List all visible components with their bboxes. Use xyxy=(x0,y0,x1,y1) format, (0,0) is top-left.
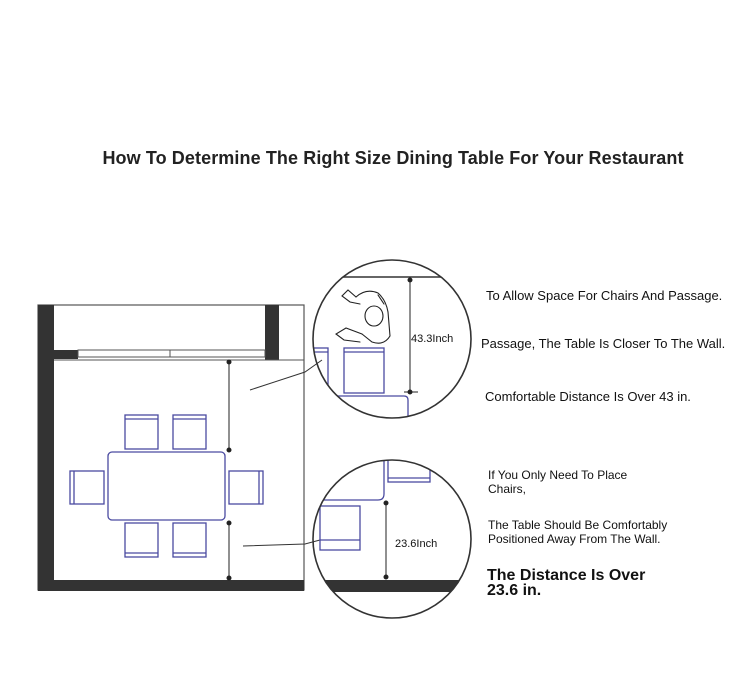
room-floor-plan xyxy=(37,304,323,591)
chair xyxy=(228,470,264,505)
dining-table xyxy=(107,451,226,521)
bottom-wall xyxy=(38,580,304,591)
dimension-label-lower: 23.6Inch xyxy=(395,538,437,550)
dimension-label-upper: 43.3Inch xyxy=(411,333,453,345)
callout-line-lower xyxy=(242,539,321,547)
door-header xyxy=(77,349,266,358)
callout-line-upper xyxy=(249,359,323,391)
right-wall-stub xyxy=(265,305,279,360)
chair xyxy=(124,414,159,450)
note-lower-4: Positioned Away From The Wall. xyxy=(488,532,661,546)
chair xyxy=(172,414,207,450)
chair xyxy=(124,522,159,558)
note-upper-1: To Allow Space For Chairs And Passage. xyxy=(486,288,723,303)
chair xyxy=(172,522,207,558)
room-outline xyxy=(37,304,305,591)
note-lower-1: If You Only Need To Place xyxy=(488,468,628,482)
note-lower-5: The Distance Is Over xyxy=(487,567,646,584)
page-title: How To Determine The Right Size Dining T… xyxy=(102,148,684,168)
plan-dimension-upper xyxy=(226,359,232,453)
plan-dimension-lower xyxy=(226,520,232,581)
door-left-jamb xyxy=(54,350,78,359)
chair xyxy=(69,470,105,505)
zoom-circle-lower: 23.6Inch xyxy=(312,459,472,619)
note-upper-3: Comfortable Distance Is Over 43 in. xyxy=(485,389,691,404)
note-lower-2: Chairs, xyxy=(488,482,527,496)
zoom-circle-upper: 43.3Inch xyxy=(312,259,472,419)
note-lower-6: 23.6 in. xyxy=(487,582,542,599)
left-wall xyxy=(38,305,54,590)
note-upper-2: Passage, The Table Is Closer To The Wall… xyxy=(481,336,726,351)
note-lower-3: The Table Should Be Comfortably xyxy=(488,518,668,532)
